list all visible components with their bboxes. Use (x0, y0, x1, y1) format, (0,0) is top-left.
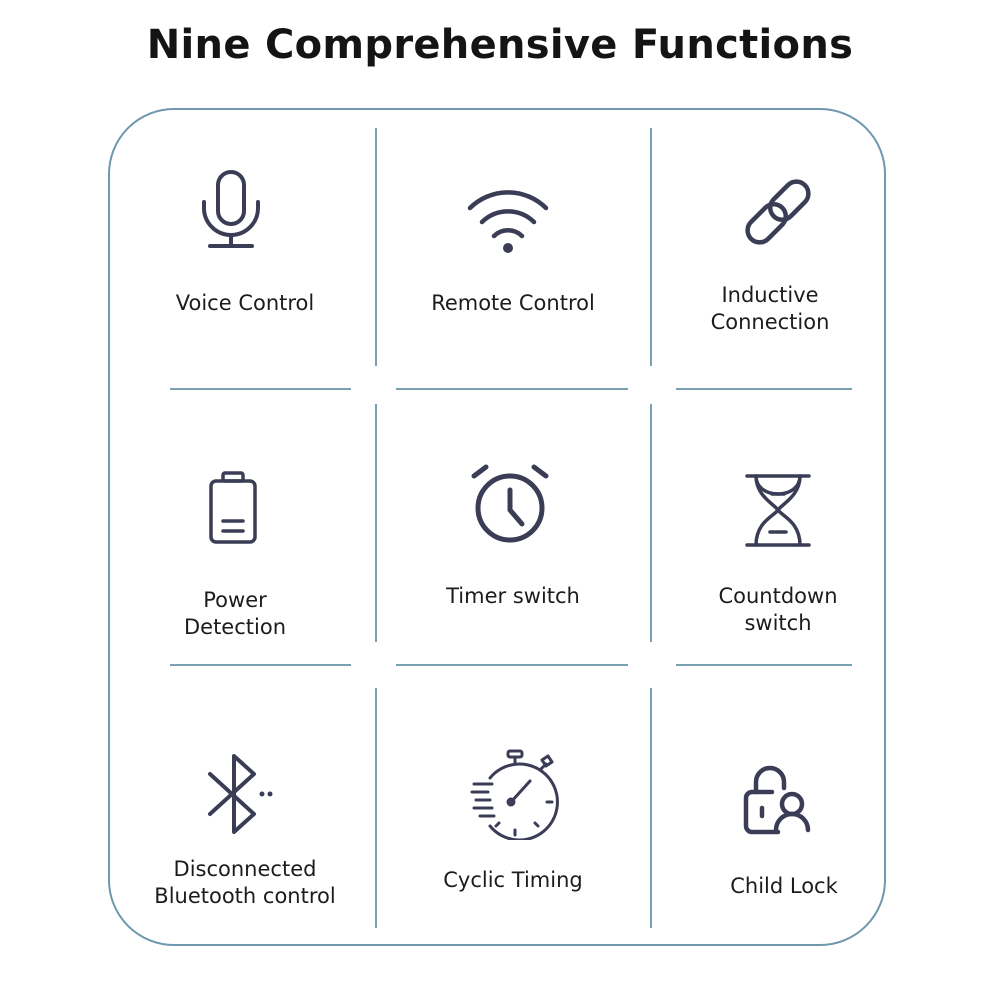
page-title: Nine Comprehensive Functions (146, 22, 854, 68)
link-icon (736, 170, 820, 254)
microphone-icon (196, 168, 266, 252)
function-label: Remote Control (431, 291, 595, 315)
hourglass-icon (744, 472, 812, 550)
divider-vertical (375, 688, 377, 928)
stopwatch-icon (470, 748, 560, 840)
battery-icon (206, 470, 260, 546)
function-label: Disconnected Bluetooth control (154, 857, 336, 908)
divider-vertical (650, 128, 652, 366)
function-label: Cyclic Timing (443, 868, 583, 892)
function-label: Timer switch (446, 584, 580, 608)
divider-vertical (650, 688, 652, 928)
function-label: Countdown switch (718, 584, 838, 635)
divider-vertical (375, 404, 377, 642)
function-label: Voice Control (175, 291, 315, 315)
divider-vertical (650, 404, 652, 642)
divider-horizontal (676, 664, 852, 666)
wifi-icon (464, 184, 552, 258)
divider-horizontal (170, 388, 351, 390)
function-label: Power Detection (183, 588, 287, 639)
divider-horizontal (396, 664, 628, 666)
function-label: Inductive Connection (710, 283, 830, 334)
functions-panel (108, 108, 886, 946)
child-lock-icon (742, 762, 818, 838)
divider-horizontal (170, 664, 351, 666)
alarm-clock-icon (468, 462, 552, 546)
divider-horizontal (396, 388, 628, 390)
divider-vertical (375, 128, 377, 366)
function-label: Child Lock (730, 874, 838, 898)
bluetooth-icon (204, 752, 276, 838)
divider-horizontal (676, 388, 852, 390)
